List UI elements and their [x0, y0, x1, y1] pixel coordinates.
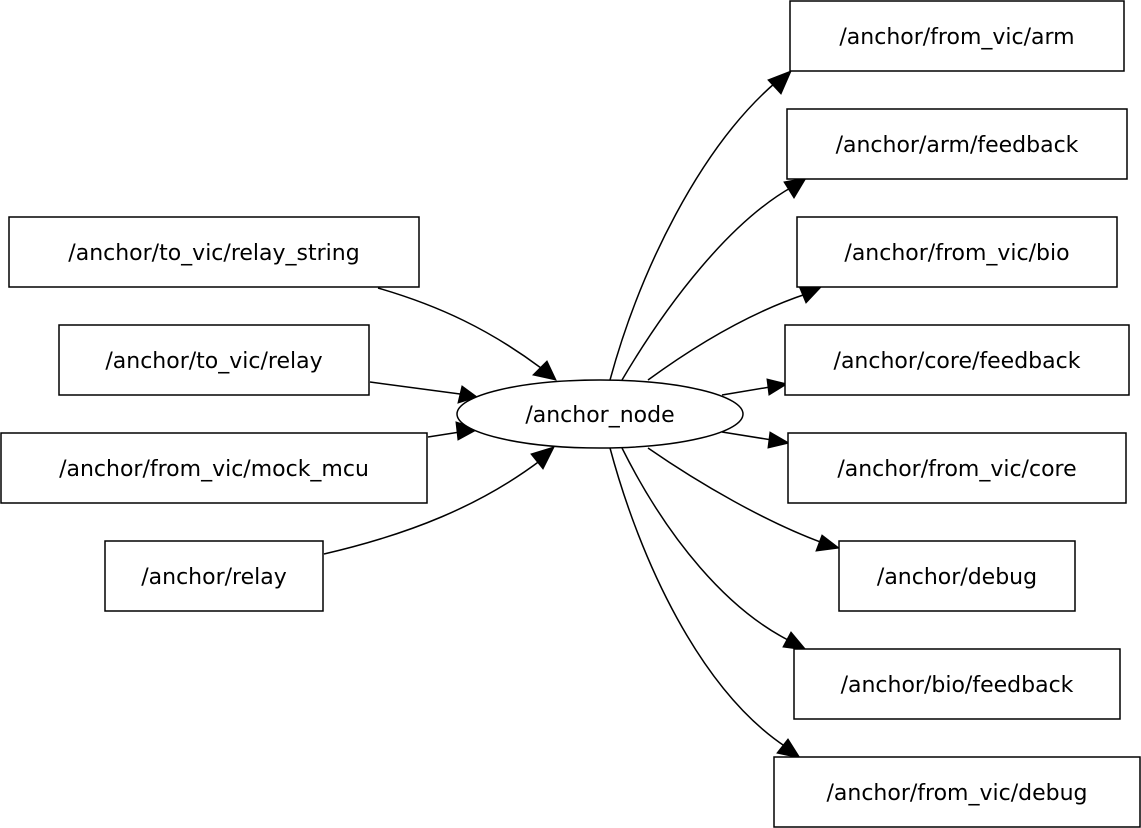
- topic-box: [793, 648, 1121, 720]
- topic-box: [787, 432, 1127, 504]
- graph-arrowheads: [455, 70, 841, 759]
- topic-node-bio-feedback[interactable]: /anchor/bio/feedback: [793, 648, 1121, 720]
- arrowhead-bio-feedback: [782, 631, 808, 651]
- topic-node-relay-string[interactable]: /anchor/to_vic/relay_string: [8, 216, 420, 288]
- edge-node-to-arm-feedback: [621, 186, 793, 381]
- topic-node-mock-mcu[interactable]: /anchor/from_vic/mock_mcu: [0, 432, 428, 504]
- topic-label: /anchor/to_vic/relay: [105, 349, 322, 374]
- topic-node-relay-to-vic[interactable]: /anchor/to_vic/relay: [58, 324, 370, 396]
- topic-label: /anchor/debug: [877, 565, 1037, 590]
- topic-label: /anchor/arm/feedback: [836, 133, 1079, 158]
- topic-node-from-vic-core[interactable]: /anchor/from_vic/core: [787, 432, 1127, 504]
- topic-label: /anchor/from_vic/bio: [844, 241, 1069, 266]
- anchor-node-ellipse: [456, 379, 744, 449]
- topic-box: [8, 216, 420, 288]
- arrowhead-from-vic-core: [767, 431, 791, 449]
- arrowhead-arm-feedback: [783, 177, 807, 199]
- edge-relay-string-to-node: [377, 287, 542, 369]
- edge-node-to-from-vic-debug: [609, 447, 787, 748]
- topic-label: /anchor/to_vic/relay_string: [68, 241, 359, 266]
- topic-box: [58, 324, 370, 396]
- topic-node-core-feedback[interactable]: /anchor/core/feedback: [784, 324, 1130, 396]
- edge-mock-mcu-to-node: [427, 431, 461, 438]
- topic-label: /anchor/core/feedback: [834, 349, 1081, 374]
- topic-box: [784, 324, 1130, 396]
- arrowhead-core-feedback: [766, 378, 789, 396]
- topic-box: [104, 540, 324, 612]
- edge-node-to-core-feedback: [721, 386, 771, 396]
- arrowhead-relay: [530, 446, 555, 470]
- arrowhead-debug: [815, 534, 841, 552]
- topic-node-from-vic-bio[interactable]: /anchor/from_vic/bio: [796, 216, 1118, 288]
- anchor-node[interactable]: /anchor_node: [456, 379, 744, 449]
- topic-node-debug[interactable]: /anchor/debug: [838, 540, 1076, 612]
- topic-label: /anchor/from_vic/debug: [826, 781, 1087, 806]
- topic-box: [838, 540, 1076, 612]
- topic-node-from-vic-arm[interactable]: /anchor/from_vic/arm: [789, 0, 1125, 72]
- topic-label: /anchor/from_vic/mock_mcu: [59, 457, 369, 482]
- topic-box: [786, 108, 1128, 180]
- topic-label: /anchor/relay: [141, 565, 287, 590]
- edge-node-to-from-vic-core: [721, 431, 773, 441]
- topic-node-arm-feedback[interactable]: /anchor/arm/feedback: [786, 108, 1128, 180]
- graph-edges: [323, 82, 824, 748]
- edge-node-to-bio-feedback: [621, 447, 791, 642]
- edge-relay-to-vic-to-node: [369, 381, 461, 395]
- topic-box: [789, 0, 1125, 72]
- topic-box: [0, 432, 428, 504]
- topic-label: /anchor/from_vic/core: [837, 457, 1076, 482]
- edge-relay-to-node: [323, 459, 542, 555]
- arrowhead-from-vic-bio: [798, 285, 823, 304]
- edge-node-to-from-vic-arm: [609, 82, 776, 381]
- topic-node-relay[interactable]: /anchor/relay: [104, 540, 324, 612]
- input-topics: /anchor/to_vic/relay_string /anchor/to_v…: [0, 216, 428, 612]
- edge-node-to-from-vic-bio: [647, 293, 807, 381]
- arrowhead-from-vic-arm: [767, 70, 792, 95]
- topic-label: /anchor/from_vic/arm: [839, 25, 1074, 50]
- output-topics: /anchor/from_vic/arm /anchor/arm/feedbac…: [773, 0, 1141, 828]
- topic-box: [796, 216, 1118, 288]
- anchor-node-label: /anchor_node: [525, 403, 674, 428]
- topic-box: [773, 756, 1141, 828]
- topic-label: /anchor/bio/feedback: [841, 673, 1074, 698]
- edge-node-to-debug: [647, 447, 824, 544]
- arrowhead-from-vic-debug: [776, 738, 802, 759]
- arrowhead-relay-to-vic: [457, 385, 479, 404]
- topic-node-from-vic-debug[interactable]: /anchor/from_vic/debug: [773, 756, 1141, 828]
- arrowhead-relay-string: [531, 360, 557, 381]
